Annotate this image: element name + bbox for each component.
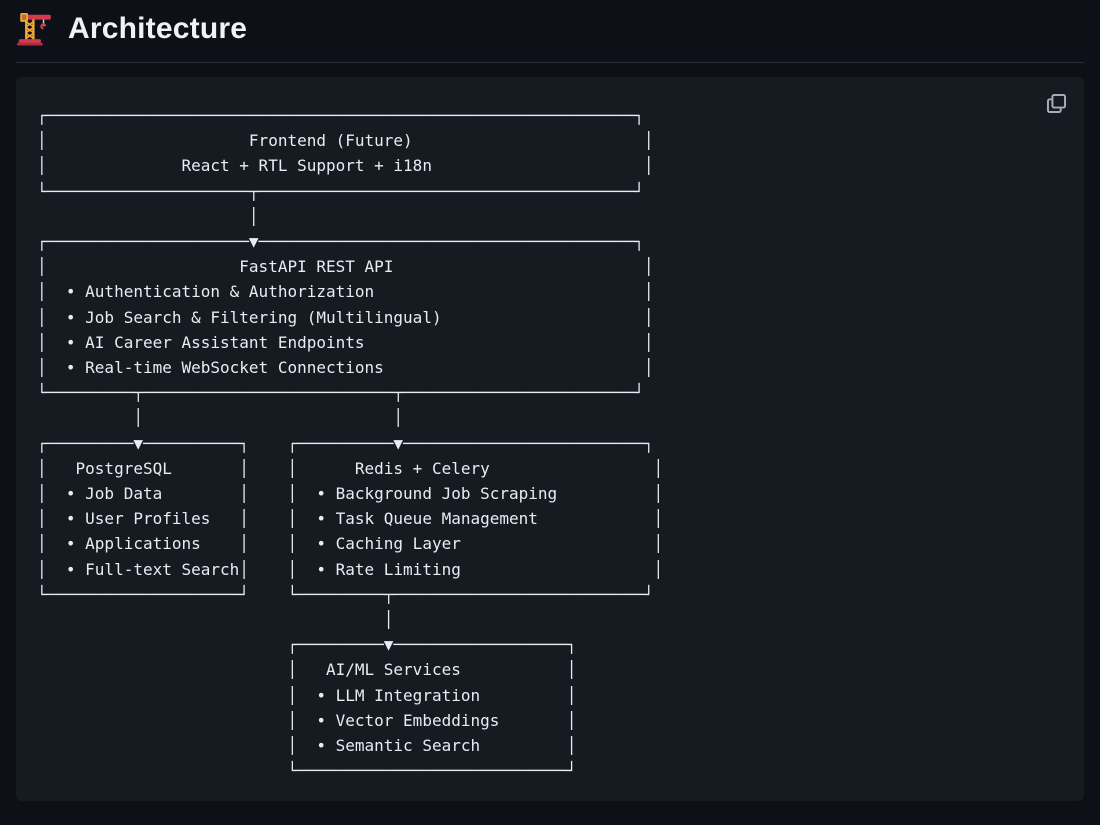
architecture-section-heading: Architecture — [16, 0, 1084, 63]
ascii-architecture-diagram: ┌───────────────────────────────────────… — [37, 106, 664, 781]
building-construction-icon — [16, 12, 51, 46]
architecture-code-block: ┌───────────────────────────────────────… — [16, 77, 1084, 802]
page-title: Architecture — [68, 12, 248, 45]
copy-icon — [1046, 93, 1066, 113]
copy-button[interactable] — [1040, 87, 1072, 119]
